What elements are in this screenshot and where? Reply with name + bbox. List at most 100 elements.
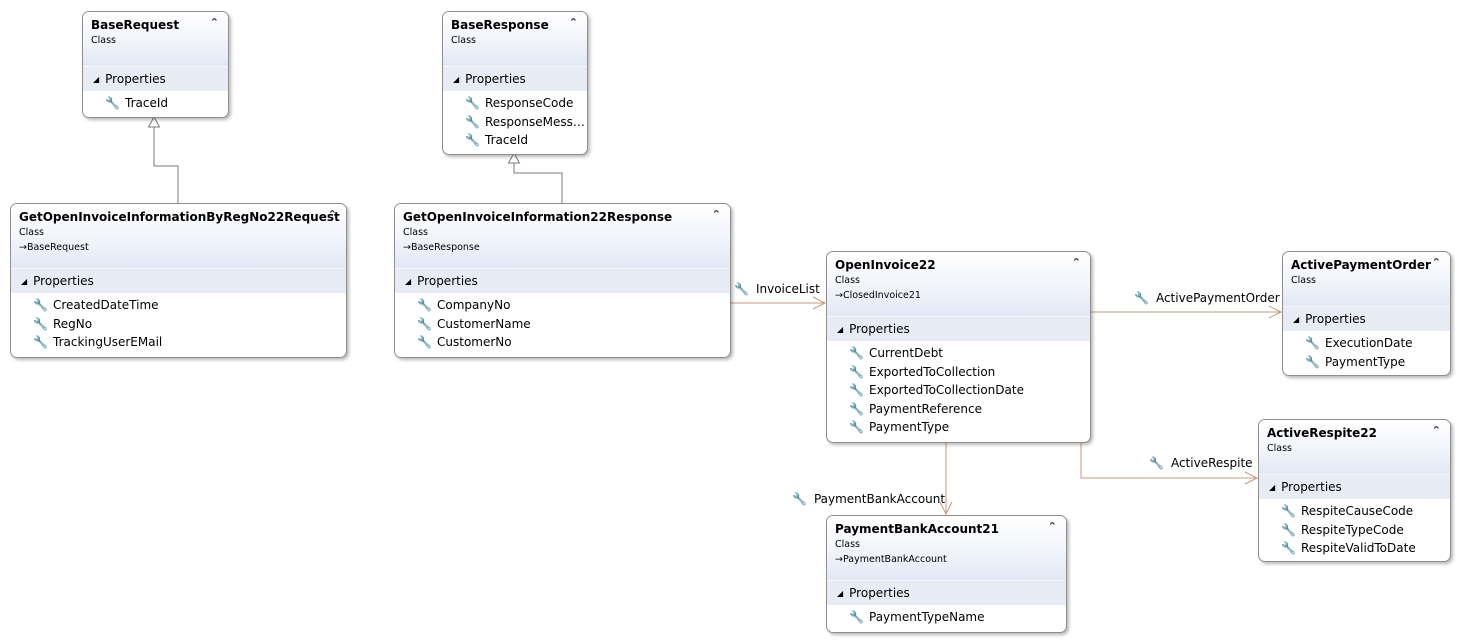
class-header: ActivePaymentOrder Class ⌃ <box>1283 252 1450 306</box>
base-class-name: BaseResponse <box>410 242 480 253</box>
class-header: BaseResponse Class ⌃ <box>443 12 587 66</box>
class-kind: Class <box>835 275 860 286</box>
association-label-invoicelist[interactable]: 🔧InvoiceList <box>734 282 820 296</box>
property-item[interactable]: 🔧PaymentReference <box>827 400 1090 419</box>
class-header: ActiveRespite22 Class ⌃ <box>1259 420 1450 474</box>
property-name: PaymentTypeName <box>869 610 985 624</box>
wrench-icon: 🔧 <box>417 335 432 349</box>
arrow-right-icon: → <box>403 242 411 253</box>
property-item[interactable]: 🔧ResponseCode <box>443 94 587 113</box>
class-box-response22[interactable]: GetOpenInvoiceInformation22Response Clas… <box>394 203 731 358</box>
section-label: Properties <box>417 274 478 288</box>
arrow-right-icon: → <box>835 554 843 565</box>
properties-section-header[interactable]: ◢ Properties <box>1259 474 1450 499</box>
property-name: PaymentType <box>1325 354 1406 369</box>
class-box-request22[interactable]: GetOpenInvoiceInformationByRegNo22Reques… <box>10 203 347 358</box>
class-kind: Class <box>1267 443 1292 454</box>
property-item[interactable]: 🔧RespiteTypeCode <box>1259 521 1450 540</box>
property-item[interactable]: 🔧TraceId <box>443 131 587 150</box>
class-box-activerespite22[interactable]: ActiveRespite22 Class ⌃ ◢ Properties 🔧Res… <box>1258 419 1451 562</box>
double-chevron-up-icon[interactable]: ⌃ <box>1431 256 1441 269</box>
property-item[interactable]: 🔧CreatedDateTime <box>11 296 346 315</box>
properties-section-header[interactable]: ◢Properties <box>827 580 1066 605</box>
class-base: →BaseResponse <box>403 242 730 253</box>
property-item[interactable]: 🔧CustomerName <box>395 315 730 334</box>
properties-section-header[interactable]: ◢Properties <box>827 316 1090 341</box>
class-box-activepaymentorder[interactable]: ActivePaymentOrder Class ⌃ ◢ Properties 🔧… <box>1282 251 1451 376</box>
class-kind: Class <box>19 227 44 238</box>
class-kind: Class <box>403 227 428 238</box>
property-item[interactable]: 🔧RegNo <box>11 315 346 334</box>
property-item[interactable]: 🔧 TraceId <box>83 94 228 113</box>
association-label-activerespite[interactable]: 🔧ActiveRespite <box>1149 456 1253 470</box>
wrench-icon: 🔧 <box>417 298 432 312</box>
class-box-baseresponse[interactable]: BaseResponse Class ⌃ ◢Properties 🔧Respon… <box>442 11 588 155</box>
triangle-expanded-icon: ◢ <box>837 589 844 598</box>
property-item[interactable]: 🔧RespiteValidToDate <box>1259 539 1450 558</box>
double-chevron-up-icon[interactable]: ⌃ <box>568 16 578 29</box>
triangle-expanded-icon: ◢ <box>1293 315 1300 324</box>
property-list: 🔧CreatedDateTime 🔧RegNo 🔧TrackingUserEMa… <box>11 293 346 352</box>
properties-section-header[interactable]: ◢Properties <box>395 268 730 293</box>
triangle-expanded-icon: ◢ <box>21 277 28 286</box>
property-item[interactable]: 🔧PaymentType <box>1283 353 1450 372</box>
property-name: ExportedToCollection <box>869 364 996 379</box>
triangle-expanded-icon: ◢ <box>1269 483 1276 492</box>
class-base: →BaseRequest <box>19 242 346 253</box>
class-box-openinvoice22[interactable]: OpenInvoice22 Class →ClosedInvoice21 ⌃ ◢… <box>826 251 1091 443</box>
wrench-icon: 🔧 <box>849 346 864 360</box>
properties-section-header[interactable]: ◢ Properties <box>1283 306 1450 331</box>
association-arrowhead-paymentbankaccount <box>939 501 953 516</box>
wrench-icon: 🔧 <box>1281 504 1296 518</box>
section-label: Properties <box>33 274 94 288</box>
association-name: PaymentBankAccount <box>813 492 946 506</box>
property-name: TraceId <box>125 96 168 110</box>
property-item[interactable]: 🔧CurrentDebt <box>827 344 1090 363</box>
double-chevron-up-icon[interactable]: ⌃ <box>327 208 337 221</box>
properties-section-header[interactable]: ◢ Properties <box>11 268 346 293</box>
class-title: BaseRequest <box>91 18 180 32</box>
properties-section-header[interactable]: ◢Properties <box>443 66 587 91</box>
double-chevron-up-icon[interactable]: ⌃ <box>1071 256 1081 269</box>
association-arrowhead-activerespite <box>1244 471 1259 485</box>
property-item[interactable]: 🔧ResponseMess… <box>443 113 587 132</box>
section-label: Properties <box>1281 480 1342 494</box>
class-kind: Class <box>1291 275 1316 286</box>
inheritance-arrowhead-request <box>147 115 161 128</box>
property-item[interactable]: 🔧PaymentTypeName <box>827 608 1066 627</box>
class-title: OpenInvoice22 <box>835 258 936 272</box>
class-header: GetOpenInvoiceInformation22Response Clas… <box>395 204 730 268</box>
association-label-paymentbankaccount[interactable]: 🔧 PaymentBankAccount <box>792 492 945 506</box>
property-item[interactable]: 🔧RespiteCauseCode <box>1259 502 1450 521</box>
double-chevron-up-icon[interactable]: ⌃ <box>209 16 219 29</box>
double-chevron-up-icon[interactable]: ⌃ <box>711 208 721 221</box>
property-name: TrackingUserEMail <box>53 335 163 349</box>
class-title: PaymentBankAccount21 <box>835 522 999 536</box>
property-name: CreatedDateTime <box>53 298 159 312</box>
class-box-baserequest[interactable]: BaseRequest Class ⌃ ◢Properties 🔧TraceId <box>82 11 229 118</box>
property-name: RegNo <box>53 316 93 331</box>
wrench-icon: 🔧 <box>792 492 807 506</box>
property-item[interactable]: 🔧CompanyNo <box>395 296 730 315</box>
property-item[interactable]: 🔧ExportedToCollection <box>827 363 1090 382</box>
class-box-paymentbankaccount21[interactable]: PaymentBankAccount21 Class →PaymentBankA… <box>826 515 1067 633</box>
wrench-icon: 🔧 <box>1281 541 1296 555</box>
association-line-activerespite <box>1080 442 1257 479</box>
property-item[interactable]: 🔧ExecutionDate <box>1283 334 1450 353</box>
property-item[interactable]: 🔧PaymentType <box>827 418 1090 437</box>
triangle-expanded-icon: ◢ <box>93 75 100 84</box>
property-name: CustomerName <box>437 316 531 331</box>
section-label: Properties <box>1305 312 1366 326</box>
properties-section-header[interactable]: ◢Properties <box>83 66 228 91</box>
class-header: OpenInvoice22 Class →ClosedInvoice21 ⌃ <box>827 252 1090 316</box>
double-chevron-up-icon[interactable]: ⌃ <box>1047 520 1057 533</box>
association-label-activepaymentorder[interactable]: 🔧ActivePaymentOrder <box>1134 291 1280 305</box>
property-item[interactable]: 🔧ExportedToCollectionDate <box>827 381 1090 400</box>
wrench-icon: 🔧 <box>465 114 480 129</box>
class-header: GetOpenInvoiceInformationByRegNo22Reques… <box>11 204 346 268</box>
property-list: 🔧PaymentTypeName <box>827 605 1066 627</box>
property-item[interactable]: 🔧CustomerNo <box>395 333 730 352</box>
double-chevron-up-icon[interactable]: ⌃ <box>1431 424 1441 437</box>
wrench-icon: 🔧 <box>105 96 120 110</box>
property-item[interactable]: 🔧TrackingUserEMail <box>11 333 346 352</box>
